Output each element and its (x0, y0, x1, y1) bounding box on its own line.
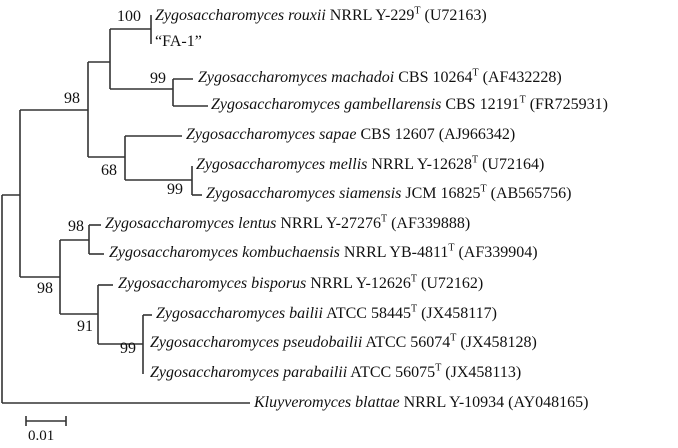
bootstrap-value: 100 (117, 8, 141, 25)
leaf-label: Zygosaccharomyces bailii ATCC 58445T (JX… (156, 303, 497, 322)
bootstrap-value: 99 (167, 181, 183, 198)
leaf-label: “FA-1” (155, 33, 202, 50)
leaf-label: Zygosaccharomyces sapae CBS 12607 (AJ966… (186, 126, 516, 143)
leaf-label: Zygosaccharomyces machadoi CBS 10264T (A… (198, 67, 562, 86)
leaf-label: Zygosaccharomyces mellis NRRL Y-12628T (… (196, 154, 545, 173)
leaf-label: Zygosaccharomyces kombuchaensis NRRL YB-… (109, 242, 538, 261)
bootstrap-value: 99 (120, 340, 136, 357)
leaf-label: Zygosaccharomyces rouxii NRRL Y-229T (U7… (155, 5, 487, 24)
leaf-label: Zygosaccharomyces parabailii ATCC 56075T… (150, 362, 522, 381)
leaf-label: Zygosaccharomyces gambellarensis CBS 121… (211, 94, 608, 113)
scale-bar-label: 0.01 (28, 428, 55, 444)
bootstrap-value: 68 (101, 162, 117, 179)
bootstrap-value: 98 (64, 90, 80, 107)
bootstrap-value: 98 (68, 218, 84, 235)
leaf-label: Zygosaccharomyces lentus NRRL Y-27276T (… (105, 213, 471, 232)
bootstrap-value: 91 (77, 318, 93, 335)
leaf-label-outgroup: Kluyveromyces blattae NRRL Y-10934 (AY04… (254, 394, 589, 411)
bootstrap-value: 98 (37, 280, 53, 297)
leaf-label: Zygosaccharomyces bisporus NRRL Y-12626T… (118, 273, 484, 292)
leaf-label: Zygosaccharomyces pseudobailii ATCC 5607… (150, 332, 537, 351)
bootstrap-value: 99 (150, 70, 166, 87)
leaf-label: Zygosaccharomyces siamensis JCM 16825T (… (206, 183, 572, 202)
